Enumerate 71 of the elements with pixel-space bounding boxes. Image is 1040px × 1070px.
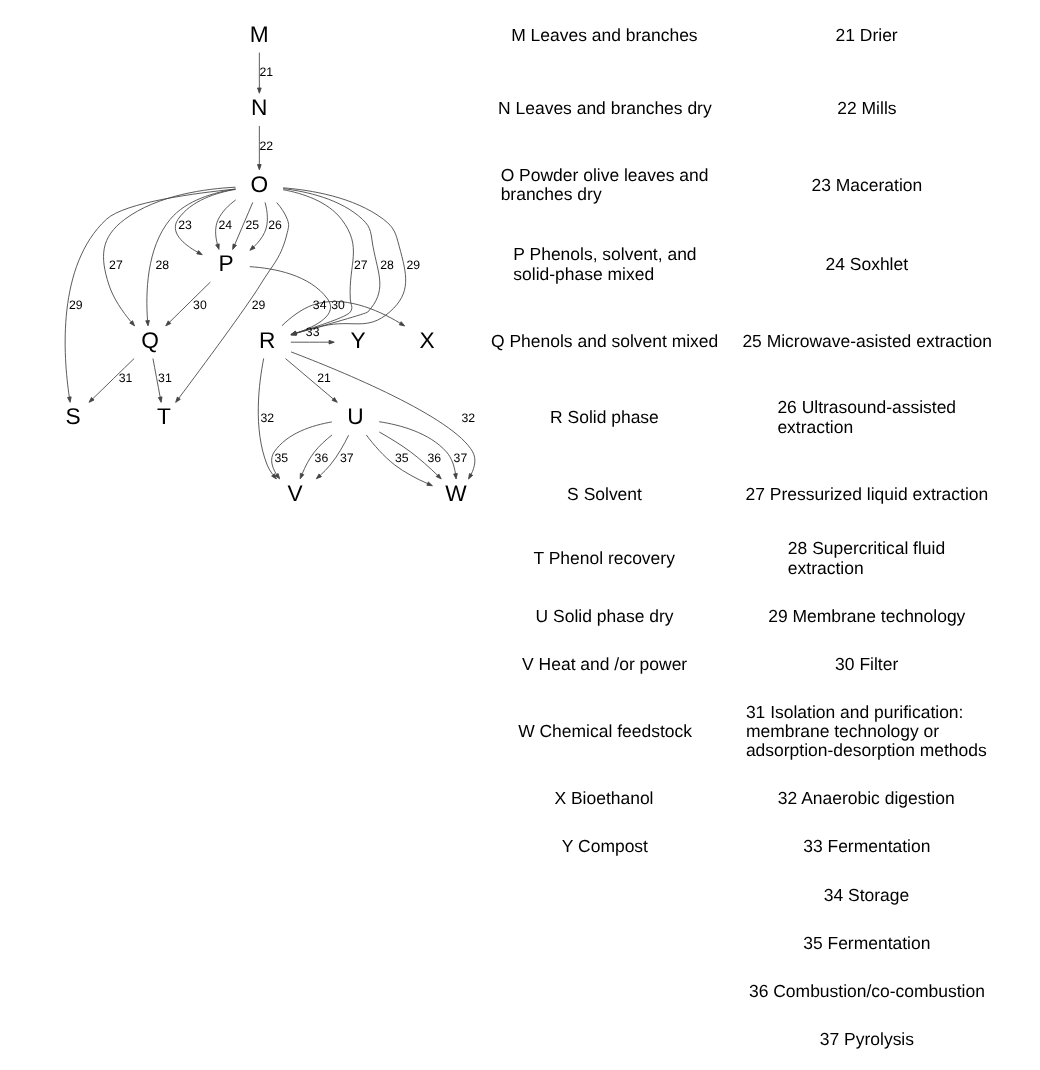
arrow (281, 187, 406, 336)
label: N Leaves and branches dry (497, 97, 711, 118)
label: 32 Anaerobic digestion (776, 788, 954, 809)
label: X Bioethanol (553, 788, 653, 809)
label: 29 Membrane technology (767, 605, 965, 626)
label: R Solid phase (549, 407, 658, 428)
label: 33 Fermentation (802, 836, 930, 857)
arrow (289, 339, 334, 345)
label: S Solvent (566, 483, 641, 504)
node-text: M (248, 23, 268, 48)
node-text: R (258, 329, 275, 354)
label: 22 Mills (836, 97, 896, 118)
node-text: T (156, 406, 170, 431)
arrow (248, 201, 267, 251)
label: T Phenol recovery (532, 547, 674, 568)
label: 23 Maceration (810, 174, 922, 195)
arrow (289, 351, 475, 480)
arrow (364, 434, 432, 487)
arrow (298, 434, 332, 480)
label: 36 Combustion/co-combustion (747, 980, 984, 1001)
label: P Phenols, solvent, and solid-phase mixed (512, 244, 696, 284)
node-text: V (286, 482, 302, 507)
arrow (256, 52, 261, 94)
label: 27 Pressurized liquid extraction (744, 483, 988, 504)
arrow (248, 266, 330, 336)
arrow (284, 358, 337, 403)
label: 35 Fermentation (802, 932, 930, 953)
arrow (281, 188, 380, 336)
label: 21 Drier (834, 24, 897, 45)
arrow (144, 188, 235, 327)
arrow (256, 357, 276, 480)
node-text: O (249, 173, 268, 198)
arrow (173, 188, 236, 256)
label: 34 Storage (822, 884, 909, 905)
label: 31 Isolation and purification: membrane technology or adsorption-desorption methods (744, 701, 986, 761)
label: U Solid phase dry (534, 605, 673, 626)
arrow (63, 188, 235, 403)
arrow (256, 125, 261, 171)
node-text: Y (349, 329, 365, 354)
node-text: X (418, 329, 434, 354)
node-text: U (346, 406, 363, 431)
arrow (281, 189, 353, 336)
arrow (270, 421, 332, 480)
label: 24 Soxhlet (824, 254, 908, 275)
label: M Leaves and branches (510, 24, 697, 45)
arrow (102, 186, 235, 327)
node-text: N (250, 97, 267, 122)
label: Y Compost (560, 836, 647, 857)
node-text: W (444, 482, 466, 507)
label: 25 Microwave-asisted extraction (741, 330, 991, 351)
label: 37 Pyrolysis (818, 1028, 913, 1049)
node-text: Q (140, 329, 158, 354)
arrow (314, 434, 348, 480)
label: W Chemical feedstock (517, 720, 691, 741)
arrow (151, 358, 162, 403)
arrow (231, 201, 253, 250)
label: 30 Filter (834, 653, 898, 674)
label: O Powder olive leaves and branches dry (499, 164, 708, 205)
arrow (164, 281, 210, 327)
arrow (214, 199, 236, 250)
arrow (87, 358, 134, 403)
arrow (280, 301, 405, 327)
label: Q Phenols and solvent mixed (490, 330, 718, 351)
label: 26 Ultrasound-assisted extraction (776, 397, 956, 437)
arrow (377, 421, 457, 480)
node-text: S (64, 406, 80, 431)
label: 28 Supercritical fluid extraction (786, 538, 945, 578)
label: V Heat and /or power (521, 653, 687, 674)
arrow (377, 431, 441, 480)
arrow (174, 202, 289, 403)
node-text: P (217, 253, 233, 278)
